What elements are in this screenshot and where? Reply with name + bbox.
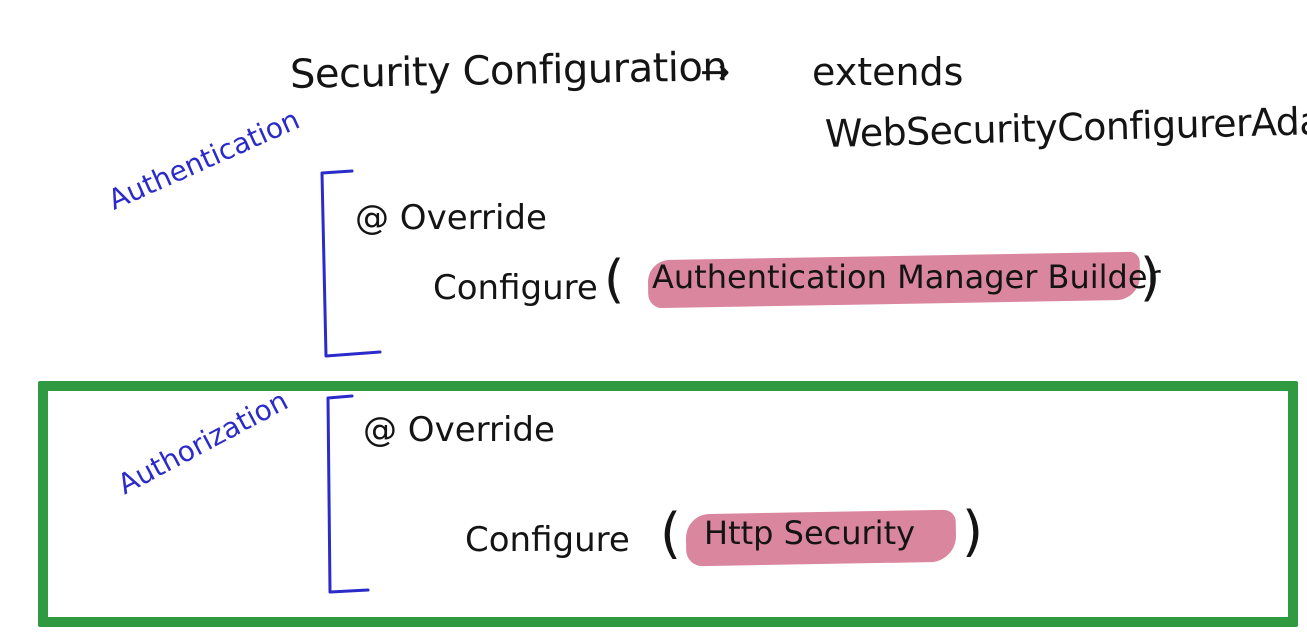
override-annotation-authentication: @ Override: [355, 198, 547, 238]
close-paren-authentication: ): [1140, 248, 1161, 308]
close-paren-authorization: ): [962, 500, 984, 563]
extends-label: extends: [812, 50, 964, 94]
authentication-manager-builder-param: Authentication Manager Builder: [652, 258, 1161, 296]
open-paren-authorization: (: [660, 502, 682, 565]
authentication-bracket: [320, 169, 382, 358]
authorization-bracket: [326, 394, 370, 594]
configure-method-authorization: Configure: [465, 520, 630, 560]
arrow-icon: →: [700, 52, 731, 93]
authorization-box: [38, 381, 1298, 627]
override-annotation-authorization: @ Override: [363, 410, 555, 450]
http-security-param: Http Security: [704, 514, 916, 552]
open-paren-authentication: (: [604, 250, 625, 310]
configure-method-authentication: Configure: [433, 268, 598, 308]
title-security-configuration: Security Configuration: [289, 44, 728, 98]
